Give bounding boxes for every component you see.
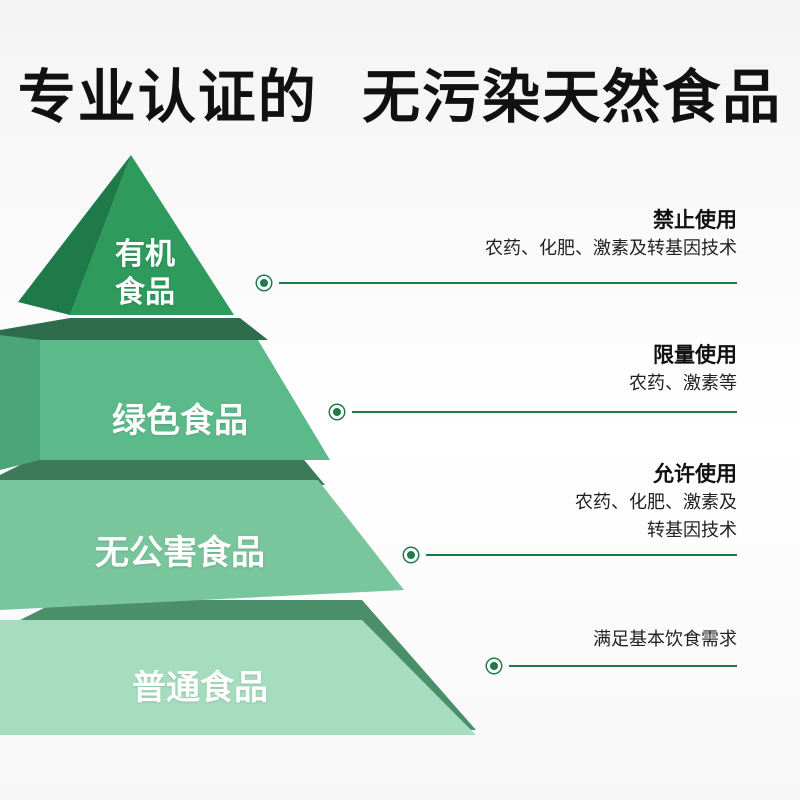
tier-label-ordinary: 普通食品: [132, 668, 268, 708]
info-description: 农药、激素等: [629, 373, 737, 394]
tier-label-organic: 有机 食品: [95, 236, 195, 312]
connector-line: [352, 411, 737, 413]
tier-label-pollution-free: 无公害食品: [95, 533, 265, 573]
info-pollution-free: 允许使用 农药、化肥、激素及 转基因技术: [575, 459, 737, 545]
tier-label-line: 食品: [115, 275, 175, 310]
info-description: 满足基本饮食需求: [593, 629, 737, 650]
info-description: 农药、化肥、激素及: [575, 492, 737, 513]
bullet-dot-icon: [487, 659, 501, 673]
bullet-dot-icon: [330, 405, 344, 419]
info-organic: 禁止使用 农药、化肥、激素及转基因技术: [485, 205, 737, 263]
info-heading: 禁止使用: [653, 208, 737, 232]
info-heading: 允许使用: [653, 462, 737, 486]
connector-line: [509, 665, 737, 667]
info-description: 农药、化肥、激素及转基因技术: [485, 238, 737, 259]
bullet-dot-icon: [404, 548, 418, 562]
tier-1-front-face: [70, 155, 234, 315]
connector-green: [330, 405, 737, 419]
tier-green-food: [0, 318, 330, 470]
tier-2-front-face: [40, 340, 330, 460]
tier-ordinary-food: [0, 600, 476, 735]
info-heading: 限量使用: [653, 343, 737, 367]
tier-organic-food: [18, 155, 234, 315]
tier-4-front-face: [0, 620, 476, 735]
connector-line: [426, 554, 737, 556]
bullet-dot-icon: [257, 276, 271, 290]
tier-2-top-face: [0, 318, 268, 340]
tier-label-green: 绿色食品: [112, 401, 248, 441]
tier-2-side-face: [0, 335, 40, 470]
connector-pollution-free: [404, 548, 737, 562]
tier-label-line: 有机: [115, 237, 175, 272]
connector-ordinary: [487, 659, 737, 673]
tier-3-top-face: [0, 455, 325, 485]
page-title: 专业认证的 无污染天然食品: [17, 63, 783, 131]
connector-organic: [257, 276, 737, 290]
info-description: 转基因技术: [647, 520, 737, 541]
tier-pollution-free-food: [0, 455, 404, 610]
tier-1-side-face: [18, 155, 131, 315]
tier-3-front-face: [0, 480, 404, 610]
connector-line: [279, 282, 737, 284]
info-ordinary: 满足基本饮食需求: [593, 626, 737, 654]
info-green: 限量使用 农药、激素等: [629, 340, 737, 398]
